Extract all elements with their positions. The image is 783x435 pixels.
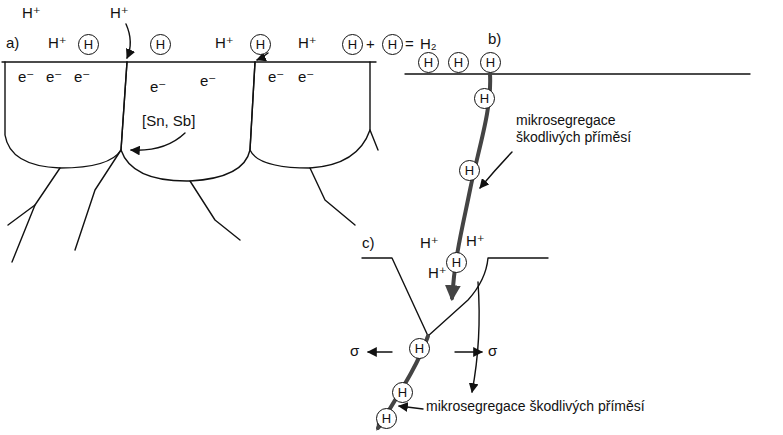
metal-surface <box>405 73 750 74</box>
text-label: = <box>405 35 414 52</box>
atom-symbol: H <box>486 56 495 69</box>
text-label: H⁺ <box>110 4 129 21</box>
atom-symbol: H <box>84 38 93 51</box>
atom-symbol: H <box>348 38 357 51</box>
atom-symbol: H <box>415 342 424 355</box>
hydrogen-atom-circle: H <box>376 408 397 429</box>
hydrogen-atom-circle: H <box>392 382 413 403</box>
leader-arrow <box>480 152 512 188</box>
hydrogen-atom-circle: H <box>446 252 467 273</box>
text-label: H⁺ <box>466 232 485 249</box>
atom-symbol: H <box>465 164 474 177</box>
text-label: H⁺ <box>22 4 41 21</box>
atom-symbol: H <box>454 56 463 69</box>
text-label: a) <box>6 34 19 51</box>
grain-boundary <box>310 168 355 225</box>
text-label: c) <box>362 234 375 251</box>
text-label: H⁺ <box>420 234 439 251</box>
text-label: + <box>366 35 375 52</box>
hydrogen-atom-circle: H <box>448 52 469 73</box>
text-label: mikrosegregace škodlivých příměsí <box>426 398 646 415</box>
atom-symbol: H <box>382 412 391 425</box>
hydrogen-atom-circle: H <box>342 34 363 55</box>
atom-symbol: H <box>452 256 461 269</box>
text-label: [Sn, Sb] <box>142 112 195 129</box>
text-label: b) <box>488 30 501 47</box>
grain <box>121 62 255 181</box>
hydrogen-atom-circle: H <box>250 34 271 55</box>
text-label: H⁺ <box>298 34 317 51</box>
text-label: H⁺ <box>428 264 447 281</box>
segregation-arrow <box>131 133 185 150</box>
grain-boundary <box>190 181 240 240</box>
grain-boundary <box>8 205 35 225</box>
text-label: e⁻ <box>200 72 216 89</box>
diffusion-arrow <box>472 282 479 392</box>
atom-symbol: H <box>388 38 397 51</box>
text-label: mikrosegregace škodlivých příměsí <box>516 112 641 146</box>
text-label: e⁻ <box>268 68 284 85</box>
text-label: e⁻ <box>298 68 314 85</box>
hydrogen-atom-circle: H <box>409 338 430 359</box>
text-label: σ <box>350 342 359 359</box>
hydrogen-atom-circle: H <box>418 52 439 73</box>
text-label: H₂ <box>420 35 437 52</box>
grain-boundary <box>370 130 378 150</box>
stress-arrow <box>368 351 392 352</box>
atom-symbol: H <box>256 38 265 51</box>
text-label: e⁻ <box>74 68 90 85</box>
text-label: e⁻ <box>46 68 62 85</box>
text-label: σ <box>488 342 497 359</box>
atom-symbol: H <box>398 386 407 399</box>
hydrogen-atom-circle: H <box>78 34 99 55</box>
hydrogen-atom-circle: H <box>480 52 501 73</box>
grain-boundary <box>12 168 60 262</box>
crack <box>378 336 428 428</box>
hydrogen-arrow <box>126 24 130 58</box>
text-label: H⁺ <box>48 34 67 51</box>
atom-symbol: H <box>424 56 433 69</box>
text-label: e⁻ <box>150 78 166 95</box>
hydrogen-atom-circle: H <box>150 34 171 55</box>
hydrogen-atom-circle: H <box>382 34 403 55</box>
grain <box>5 62 127 168</box>
hydrogen-atom-circle: H <box>459 160 480 181</box>
text-label: H⁺ <box>215 34 234 51</box>
grain <box>250 62 370 168</box>
metal-surface <box>2 61 376 62</box>
atom-symbol: H <box>480 92 489 105</box>
atom-symbol: H <box>156 38 165 51</box>
hydrogen-atom-circle: H <box>474 88 495 109</box>
text-label: e⁻ <box>18 68 34 85</box>
leader-arrow <box>399 406 423 409</box>
grain-boundary <box>75 150 121 250</box>
